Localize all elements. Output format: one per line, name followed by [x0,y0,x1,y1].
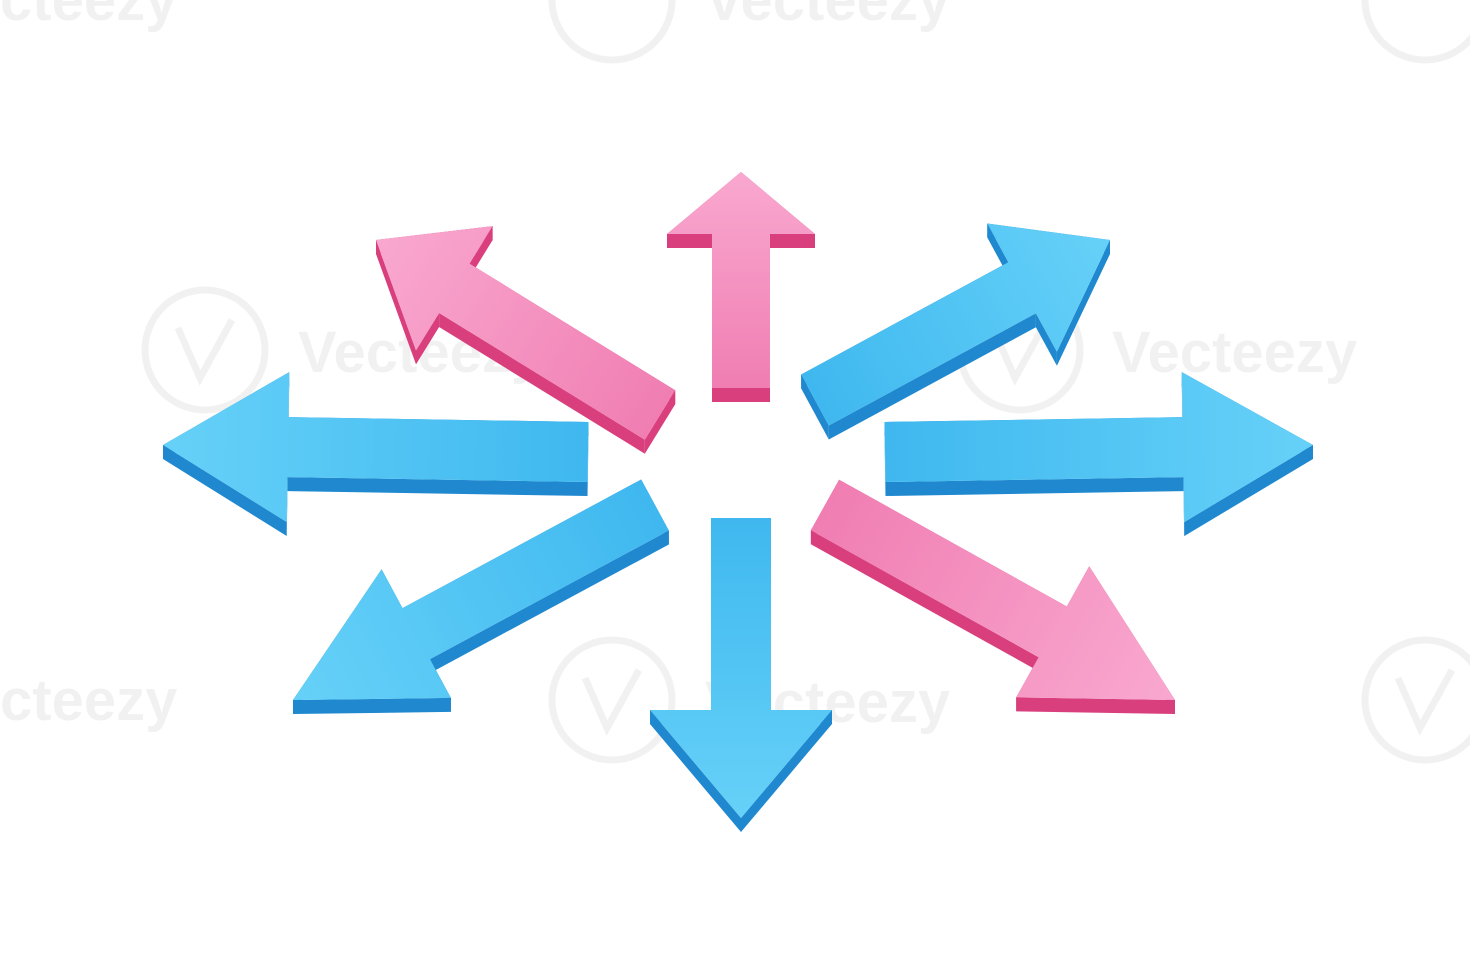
watermark-logo-icon [1361,636,1470,764]
arrow-left-side-face [587,422,589,496]
arrows-group [163,172,1313,832]
arrow-left-top-face [163,372,589,522]
arrow-down-left-side-face [293,697,451,714]
watermark-text: Vecteezy [1112,320,1357,385]
watermark-logo-mark-icon [1394,668,1456,736]
arrow-down-left-side-face [430,530,669,674]
arrow-up-left-side-face [376,240,416,365]
arrow-down-right-top-face [810,479,1175,700]
arrow-up-left-icon [376,226,676,454]
arrow-right-side-face [1181,372,1183,432]
arrow-down-right-side-face [810,530,1039,672]
arrow-down-right-icon [810,479,1175,714]
arrow-down-side-face [741,710,832,832]
arrow-right-side-face [1184,445,1313,537]
arrow-right-side-face [885,477,1184,496]
arrow-up-side-face [712,388,770,402]
arrow-left-side-face [288,372,290,432]
arrow-right-side-face [1183,477,1185,537]
arrow-up-right-side-face [1035,313,1057,366]
arrow-up-side-face [667,234,712,248]
watermark-logo-mark-icon [581,668,643,736]
arrow-up-icon [667,172,815,402]
watermark-text: cteezy [0,668,177,733]
arrow-left-side-face [287,477,588,496]
arrow-right-top-face [884,372,1313,523]
arrow-up-right-side-face [828,313,1036,440]
watermark-text: Vecteezy [705,0,950,33]
arrow-left-side-face [286,477,288,536]
arrow-right-side-face [884,422,886,496]
arrow-up-right-icon [801,223,1110,440]
arrow-up-left-side-face [439,313,645,454]
watermark-logo-icon [548,0,676,64]
arrow-up-left-side-face [644,390,676,454]
watermark-logo-icon [1361,0,1470,64]
arrow-down-top-face [650,518,832,818]
arrow-left-side-face [163,445,287,536]
arrow-up-left-top-face [376,226,676,440]
arrow-up-top-face [667,172,815,388]
arrow-up-right-side-face [1056,240,1110,366]
watermark-top-mid: Vecteezy [548,0,950,64]
watermark-bottom-right [1361,636,1470,764]
arrow-down-side-face [650,710,741,832]
arrow-down-left-icon [293,479,669,714]
watermark-top-left: cteezy [0,0,177,33]
watermark-logo-icon [141,286,269,414]
arrow-right-icon [884,372,1313,537]
arrow-up-right-side-face [801,374,829,440]
arrow-down-left-top-face [293,479,669,700]
watermark-text: cteezy [0,0,177,33]
watermark-bottom-left: cteezy [0,668,177,733]
arrow-left-icon [163,372,589,536]
watermark-logo-icon [548,636,676,764]
watermark-logo-mark-icon [174,318,236,386]
watermark-top-right [1361,0,1470,64]
arrow-up-right-side-face [987,223,1009,277]
arrow-down-icon [650,518,832,832]
arrow-down-right-side-face [1016,697,1175,714]
arrow-up-left-side-face [416,313,440,365]
arrow-up-right-top-face [801,223,1110,426]
